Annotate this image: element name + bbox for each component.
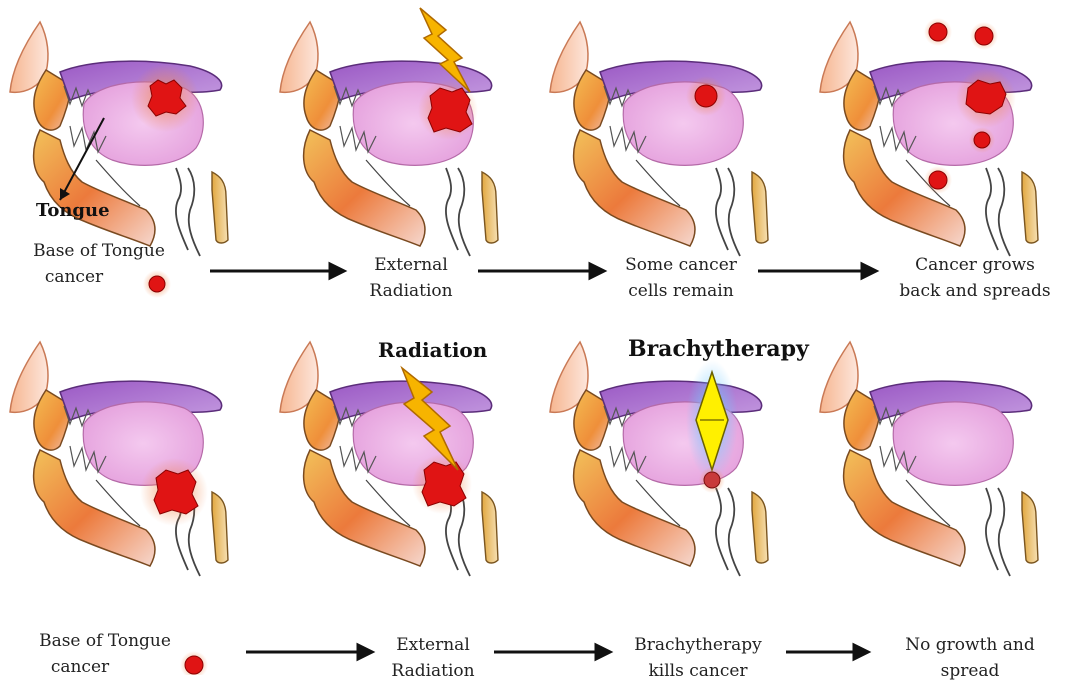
radiation-label: Radiation bbox=[378, 338, 487, 362]
top-arrows bbox=[210, 264, 876, 278]
tumor-icon bbox=[154, 470, 198, 514]
spread-tumors bbox=[924, 18, 1016, 194]
tumor-icon bbox=[695, 85, 717, 107]
tumor-icon bbox=[422, 462, 466, 506]
tongue-pointer bbox=[60, 118, 104, 200]
tumor-icon bbox=[704, 472, 720, 488]
lightning-bolt-icon bbox=[420, 8, 470, 92]
tongue-label: Tongue bbox=[36, 200, 110, 221]
lightning-bolt-icon bbox=[402, 368, 458, 470]
tumor-icon bbox=[428, 88, 472, 132]
brachytherapy-label: Brachytherapy bbox=[628, 336, 809, 362]
